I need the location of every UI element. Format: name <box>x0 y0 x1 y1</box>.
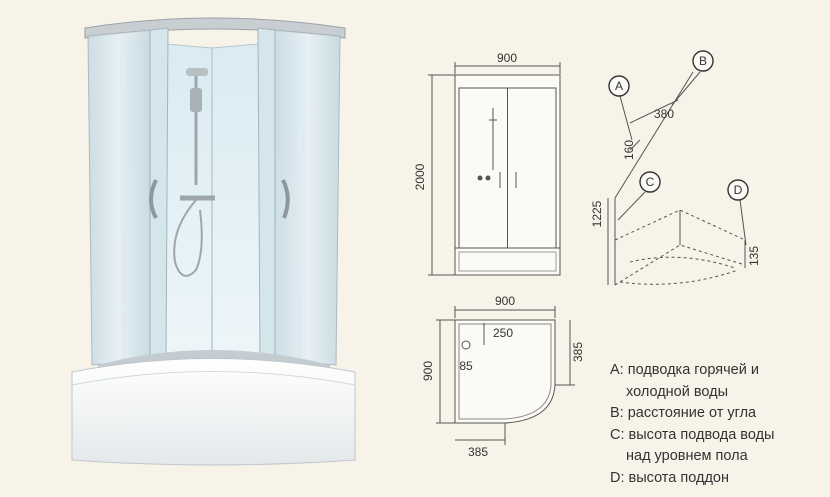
front-width-label: 900 <box>497 51 517 65</box>
plan-height-label: 900 <box>421 361 435 381</box>
callout-c-label: C <box>646 175 655 189</box>
dim-b-label: 380 <box>654 107 674 121</box>
legend-a-line2: холодной воды <box>626 383 729 400</box>
callout-a-circle <box>608 75 630 97</box>
legend-item-a: A: подводка горячей и холодной воды <box>610 360 825 403</box>
legend: A: подводка горячей и холодной воды B: р… <box>610 360 825 489</box>
callout-b-label: B <box>699 54 707 68</box>
callout-d-label: D <box>734 183 743 197</box>
plan-view <box>436 306 575 445</box>
shower-cabin-photo <box>71 17 356 466</box>
legend-item-b: B: расстояние от угла <box>610 403 825 425</box>
dim-a-label: 160 <box>622 140 636 160</box>
callout-a-label: A <box>615 79 623 93</box>
plan-left-label: 250 <box>493 326 513 340</box>
dim-d-label: 135 <box>747 246 761 266</box>
legend-c-line2: над уровнем пола <box>626 448 748 464</box>
callout-c-circle <box>639 171 661 193</box>
legend-d-line1: D: высота поддон <box>610 469 729 486</box>
front-height-label: 2000 <box>413 163 427 190</box>
front-view <box>428 62 561 276</box>
legend-item-d: D: высота поддон <box>610 468 825 490</box>
legend-b-line1: B: расстояние от угла <box>610 405 757 421</box>
legend-item-c: C: высота подвода воды над уровнем пола <box>610 425 825 468</box>
callout-d-circle <box>727 179 749 201</box>
callout-b-circle <box>692 50 714 72</box>
plan-hole-label: 85 <box>459 359 473 373</box>
plan-bottom-label: 385 <box>468 445 488 459</box>
plan-width-label: 900 <box>495 294 515 308</box>
technical-drawings: A B C D 900 2000 380 160 1225 135 900 25… <box>413 50 761 459</box>
legend-a-line1: A: подводка горячей и <box>610 362 759 378</box>
legend-c-line1: C: высота подвода воды <box>610 426 775 443</box>
dim-c-label: 1225 <box>590 200 604 227</box>
plan-right-label: 385 <box>571 342 585 362</box>
corner-view <box>607 71 747 286</box>
